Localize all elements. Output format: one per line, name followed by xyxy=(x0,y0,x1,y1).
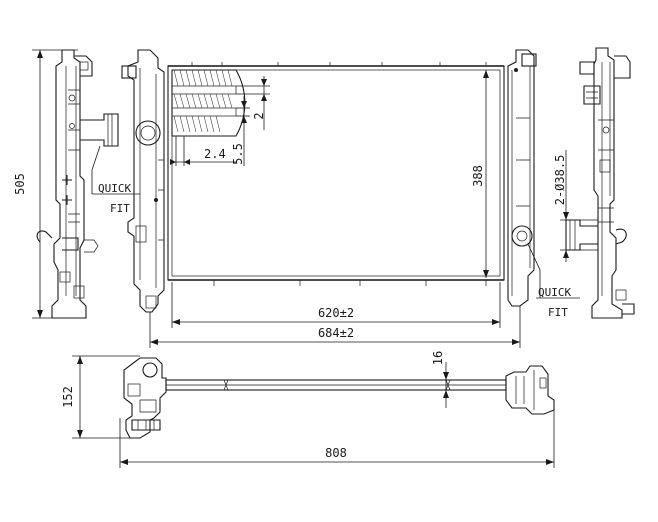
right-quick-fit-label-1: QUICK xyxy=(538,286,571,299)
dim-pipe-dia-label: 2-Ø38.5 xyxy=(553,155,567,206)
dim-16-label: 16 xyxy=(431,351,445,365)
left-quick-fit-label-1: QUICK xyxy=(98,182,131,195)
right-side-view: 2-Ø38.5 QUICK FIT xyxy=(527,47,635,319)
dim-808-label: 808 xyxy=(325,446,347,460)
dim-2-label: 2 xyxy=(252,112,266,119)
left-side-view: 505 QUICK FIT xyxy=(13,49,140,319)
dim-505-label: 505 xyxy=(13,173,27,195)
dim-2-4-label: 2.4 xyxy=(204,147,226,161)
dim-5-5-label: 5.5 xyxy=(231,143,245,165)
left-quick-fit-label-2: FIT xyxy=(110,202,130,215)
dim-152-label: 152 xyxy=(61,386,75,408)
front-view: 2 5.5 2.4 388 620±2 xyxy=(121,49,537,348)
dim-684-label: 684±2 xyxy=(318,326,354,340)
top-view: 152 16 808 xyxy=(61,351,555,468)
dim-388-label: 388 xyxy=(471,165,485,187)
right-quick-fit-label-2: FIT xyxy=(548,306,568,319)
fin-detail xyxy=(171,69,246,137)
dim-620-label: 620±2 xyxy=(318,306,354,320)
